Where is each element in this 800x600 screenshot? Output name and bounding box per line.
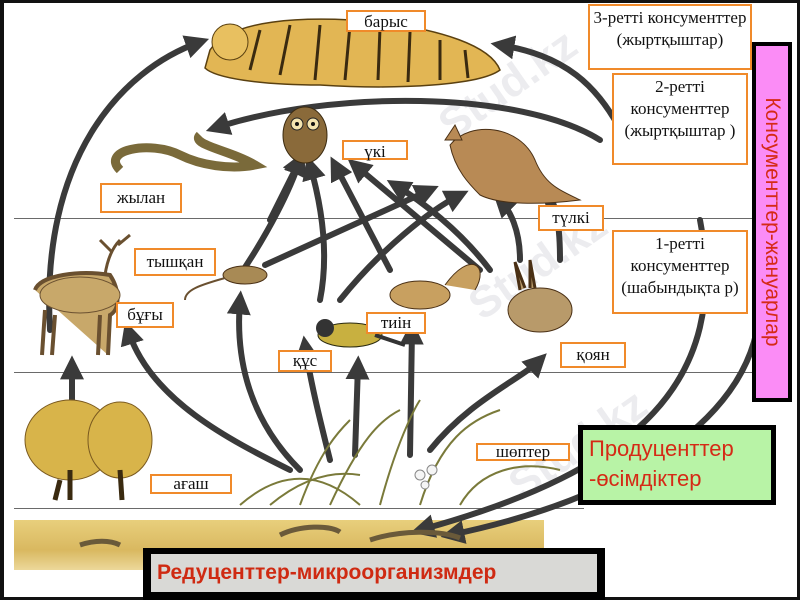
deer-illustration [33, 233, 131, 356]
producers-group-label: Продуценттер -өсімдіктер [578, 425, 776, 505]
grass-illustration [239, 399, 561, 506]
producers-line-2: -өсімдіктер [589, 466, 702, 491]
consumers-group-label: Консументтер-жануарлар [752, 42, 792, 402]
label-squirrel: тиін [366, 312, 426, 334]
label-tiger: барыс [346, 10, 426, 32]
label-deer: бұғы [116, 302, 174, 328]
squirrel-illustration [389, 263, 481, 310]
label-owl: үкі [342, 140, 408, 161]
producers-line-1: Продуценттер [589, 436, 734, 461]
label-snake: жылан [100, 183, 182, 213]
divider-line [14, 508, 584, 509]
tree-illustration [24, 399, 153, 501]
label-fox: түлкі [538, 205, 604, 231]
label-mouse: тышқан [134, 248, 216, 276]
tiger-illustration [204, 18, 501, 88]
hare-illustration [507, 259, 573, 333]
snake-illustration [111, 131, 268, 174]
owl-illustration [282, 106, 328, 164]
label-secondary-consumers: 2-ретті консументтер (жыртқыштар ) [612, 73, 748, 165]
label-primary-consumers: 1-ретті консументтер (шабындықта р) [612, 230, 748, 314]
label-bird: құс [278, 350, 332, 372]
divider-line [14, 372, 754, 373]
label-tree: ағаш [150, 474, 232, 494]
divider-line [14, 218, 754, 219]
mouse-illustration [222, 265, 268, 285]
label-grass: шөптер [476, 443, 570, 461]
reducers-group-label: Редуценттер-микроорганизмдер [143, 548, 605, 600]
consumers-group-text: Консументтер-жануарлар [761, 97, 784, 347]
reducers-group-text: Редуценттер-микроорганизмдер [151, 554, 597, 592]
label-tertiary-consumers: 3-ретті консументтер (жыртқыштар) [588, 4, 752, 70]
fox-illustration [444, 123, 582, 204]
label-hare: қоян [560, 342, 626, 368]
